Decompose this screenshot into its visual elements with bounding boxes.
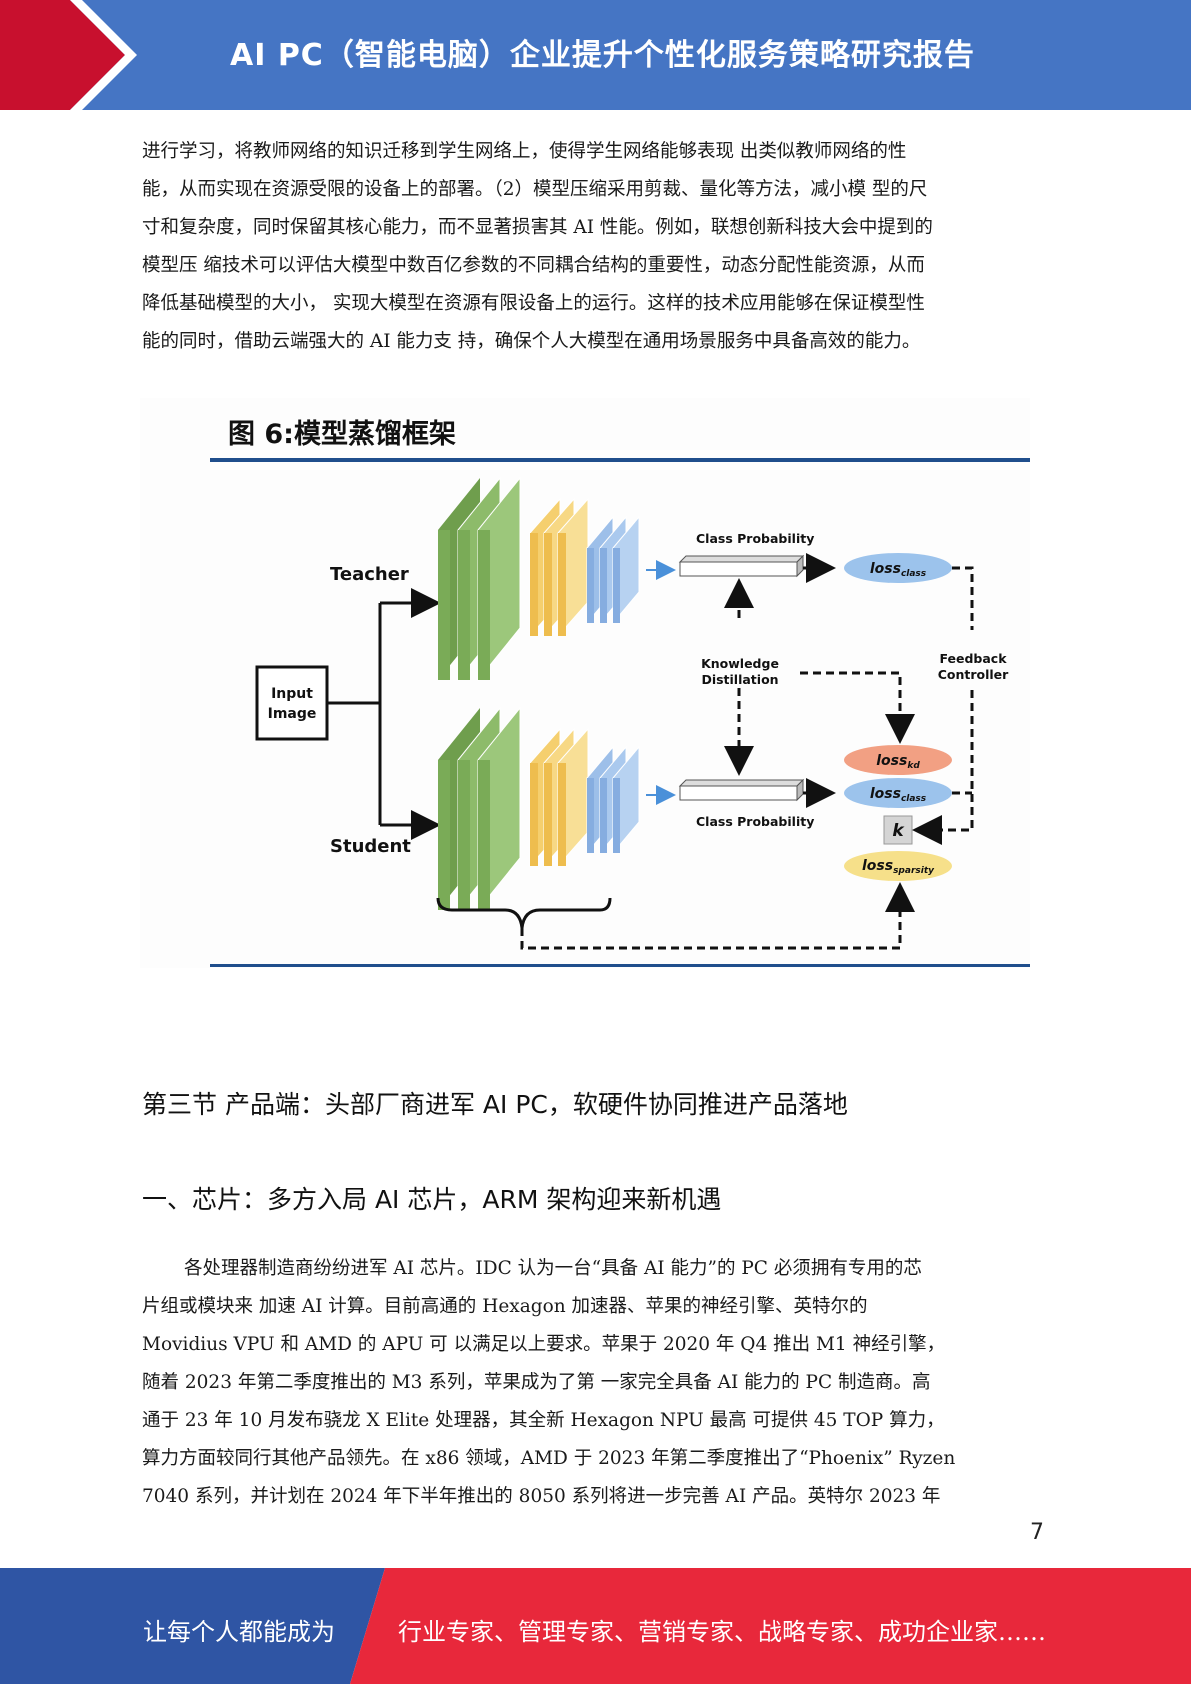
footer-band: 让每个人都能成为 行业专家、管理专家、营销专家、战略专家、成功企业家…… (0, 1568, 1191, 1684)
figure-bottom-rule (210, 964, 1030, 967)
teacher-label: Teacher (330, 564, 409, 585)
text-line: Movidius VPU 和 AMD 的 APU 可 以满足以上要求。苹果于 2… (142, 1334, 946, 1355)
text-line: 各处理器制造商纷纷进军 AI 芯片。IDC 认为一台“具备 AI 能力”的 PC… (184, 1258, 922, 1279)
feedback-label-2: Controller (938, 667, 1009, 682)
feedback-controller-loop (912, 566, 974, 845)
student-yellow-layers (529, 727, 589, 868)
student-network-layers (438, 706, 640, 912)
loss-text: loss (876, 753, 907, 769)
sparsity-feedback-link (520, 882, 915, 950)
kd-label-2: Distillation (701, 672, 778, 687)
class-prob-bottom-label: Class Probability (696, 814, 814, 829)
teacher-class-probability-bar (646, 553, 836, 583)
loss-class-bottom: lossclass (844, 778, 952, 808)
header-band: AI PC（智能电脑）企业提升个性化服务策略研究报告 (0, 0, 1191, 110)
text-line: 能的同时，借助云端强大的 AI 能力支 持，确保个人大模型在通用场景服务中具备高… (142, 331, 921, 352)
loss-subscript: class (901, 794, 927, 804)
page-number: 7 (1030, 1520, 1044, 1545)
footer-slogan-left: 让每个人都能成为 (143, 1618, 335, 1646)
k-box: k (883, 815, 913, 845)
svg-text:lossclass: lossclass (870, 561, 927, 579)
input-label-1: Input (271, 686, 313, 702)
k-label: k (892, 821, 905, 841)
class-prob-top-label: Class Probability (696, 531, 814, 546)
section-heading: 第三节 产品端：头部厂商进军 AI PC，软硬件协同推进产品落地 (142, 1090, 848, 1119)
sub-heading: 一、芯片：多方入局 AI 芯片，ARM 架构迎来新机遇 (142, 1185, 722, 1214)
loss-subscript: class (901, 569, 927, 579)
loss-subscript: sparsity (893, 866, 935, 876)
loss-text: loss (862, 858, 893, 874)
text-line: 模型压 缩技术可以评估大模型中数百亿参数的不同耦合结构的重要性，动态分配性能资源… (142, 255, 925, 276)
report-title: AI PC（智能电脑）企业提升个性化服务策略研究报告 (230, 38, 975, 73)
svg-text:lossclass: lossclass (870, 786, 927, 804)
figure-title: 图 6:模型蒸馏框架 (228, 419, 456, 450)
student-green-layers (438, 706, 521, 912)
intro-paragraph: 进行学习，将教师网络的知识迁移到学生网络上，使得学生网络能够表现 出类似教师网络… (142, 133, 1052, 361)
chevron-arrow-icon (0, 0, 137, 110)
teacher-network-layers (438, 476, 640, 682)
footer-background (0, 1568, 1191, 1684)
text-line: 寸和复杂度，同时保留其核心能力，而不显著损害其 AI 性能。例如，联想创新科技大… (142, 217, 933, 238)
teacher-yellow-layers (529, 497, 589, 638)
loss-kd: losskd (844, 745, 952, 775)
teacher-blue-layers (586, 515, 640, 625)
text-line: 随着 2023 年第二季度推出的 M3 系列，苹果成为了第 一家完全具备 AI … (142, 1372, 931, 1393)
text-line: 能，从而实现在资源受限的设备上的部署。（2）模型压缩采用剪裁、量化等方法，减小模… (142, 179, 928, 200)
text-line: 片组或模块来 加速 AI 计算。目前高通的 Hexagon 加速器、苹果的神经引… (142, 1296, 868, 1317)
teacher-green-layers (438, 476, 521, 682)
student-blue-layers (586, 745, 640, 855)
branch-connectors (327, 588, 441, 840)
svg-text:losssparsity: losssparsity (862, 858, 935, 876)
svg-text:losskd: losskd (876, 753, 920, 771)
loss-class-top: lossclass (844, 553, 952, 583)
text-line: 降低基础模型的大小， 实现大模型在资源有限设备上的运行。这样的技术应用能够在保证… (142, 293, 925, 314)
loss-text: loss (870, 786, 901, 802)
text-line: 7040 系列，并计划在 2024 年下半年推出的 8050 系列将进一步完善 … (142, 1486, 941, 1507)
text-line: 通于 23 年 10 月发布骁龙 X Elite 处理器，其全新 Hexagon… (142, 1410, 945, 1431)
footer-slogan-right: 行业专家、管理专家、营销专家、战略专家、成功企业家…… (398, 1618, 1046, 1646)
body-paragraph: 各处理器制造商纷纷进军 AI 芯片。IDC 认为一台“具备 AI 能力”的 PC… (142, 1250, 1052, 1516)
input-label-2: Image (268, 706, 317, 722)
text-line: 进行学习，将教师网络的知识迁移到学生网络上，使得学生网络能够表现 出类似教师网络… (142, 141, 907, 162)
loss-subscript: kd (907, 761, 920, 771)
student-label: Student (330, 836, 411, 857)
input-image-box: Input Image (255, 665, 329, 741)
kd-label-1: Knowledge (701, 656, 779, 671)
loss-sparsity: losssparsity (844, 851, 952, 881)
distillation-diagram: Input Image Teacher Student (255, 476, 1009, 950)
student-class-probability-bar (646, 778, 836, 808)
distillation-figure: 图 6:模型蒸馏框架 Input Image Teacher Student (140, 398, 1030, 968)
knowledge-distillation-link (724, 578, 915, 776)
text-line: 算力方面较同行其他产品领先。在 x86 领域，AMD 于 2023 年第二季度推… (142, 1448, 956, 1469)
figure-top-rule (210, 458, 1030, 462)
loss-text: loss (870, 561, 901, 577)
feedback-label-1: Feedback (939, 651, 1007, 666)
